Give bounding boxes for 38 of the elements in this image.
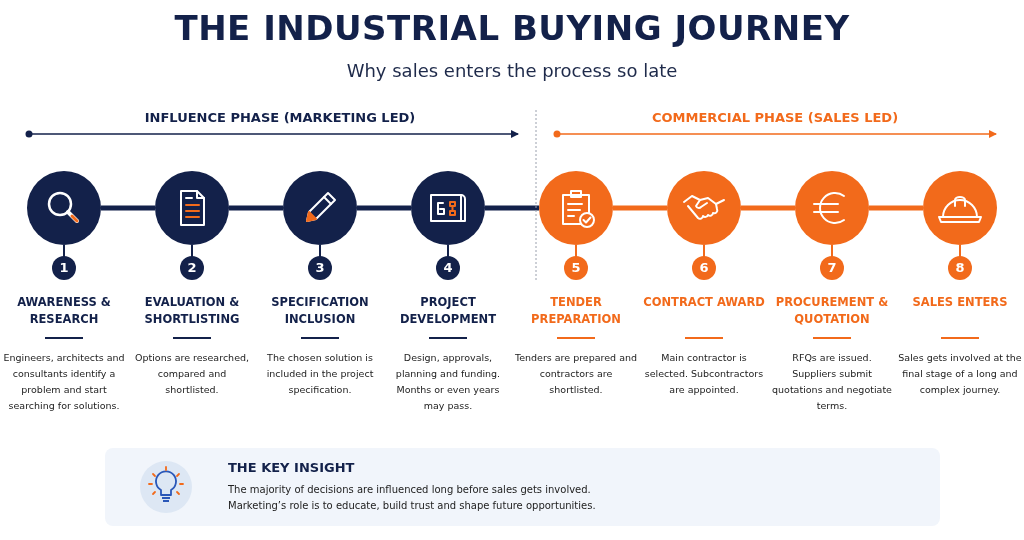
step-heading: PROJECT DEVELOPMENT [398,294,498,328]
step-heading: AWARENESS & RESEARCH [16,294,112,328]
step-heading: CONTRACT AWARD [642,294,766,311]
connector-line [613,205,667,211]
step-description: Sales gets involved at the final stage of a long and complex journey. [898,351,1022,397]
phase-heading: INFLUENCE PHASE (MARKETING LED) [143,110,417,125]
step-description: Engineers, architects and consultants identify a problem and start searching for solutions. [2,351,126,413]
step-description: Options are researched, compared and shortlisted. [133,351,251,397]
step-number: 6 [692,256,716,280]
connector-line [229,205,283,211]
step-description: Main contractor is selected. Subcontractors are appointed. [643,351,765,397]
step-description: The chosen solution is included in the project specification. [265,351,375,397]
step-heading: SALES ENTERS [911,294,1009,311]
step-number: 4 [436,256,460,280]
step-description: Design, approvals, planning and funding. Months or even years may pass. [394,351,502,413]
insight-text: The majority of decisions are influenced long before sales gets involved. Marketing’s role is to educate, build trust and shape future opportunities. [228,483,597,513]
subtitle: Why sales enters the process so late [345,60,679,81]
step-number: 1 [52,256,76,280]
step-number: 3 [308,256,332,280]
step-number: 7 [820,256,844,280]
step-description: Tenders are prepared and contractors are shortlisted. [514,351,638,397]
step-heading: TENDER PREPARATION [530,294,622,328]
step-number: 2 [180,256,204,280]
phase-heading: COMMERCIAL PHASE (SALES LED) [650,110,900,125]
title: THE INDUSTRIAL BUYING JOURNEY [173,8,851,48]
step-number: 5 [564,256,588,280]
insight-panel [105,448,940,526]
step-description: RFQs are issued. Suppliers submit quotations and negotiate terms. [771,351,893,413]
step-heading: SPECIFICATION INCLUSION [270,294,370,328]
insight-heading: THE KEY INSIGHT [228,460,355,475]
connector-line [741,205,795,211]
connector-line [869,205,923,211]
connector-line [485,205,539,211]
connector-line [101,205,155,211]
step-heading: PROCUREMENT & QUOTATION [774,294,890,328]
step-number: 8 [948,256,972,280]
step-heading: EVALUATION & SHORTLISTING [143,294,241,328]
connector-line [357,205,411,211]
